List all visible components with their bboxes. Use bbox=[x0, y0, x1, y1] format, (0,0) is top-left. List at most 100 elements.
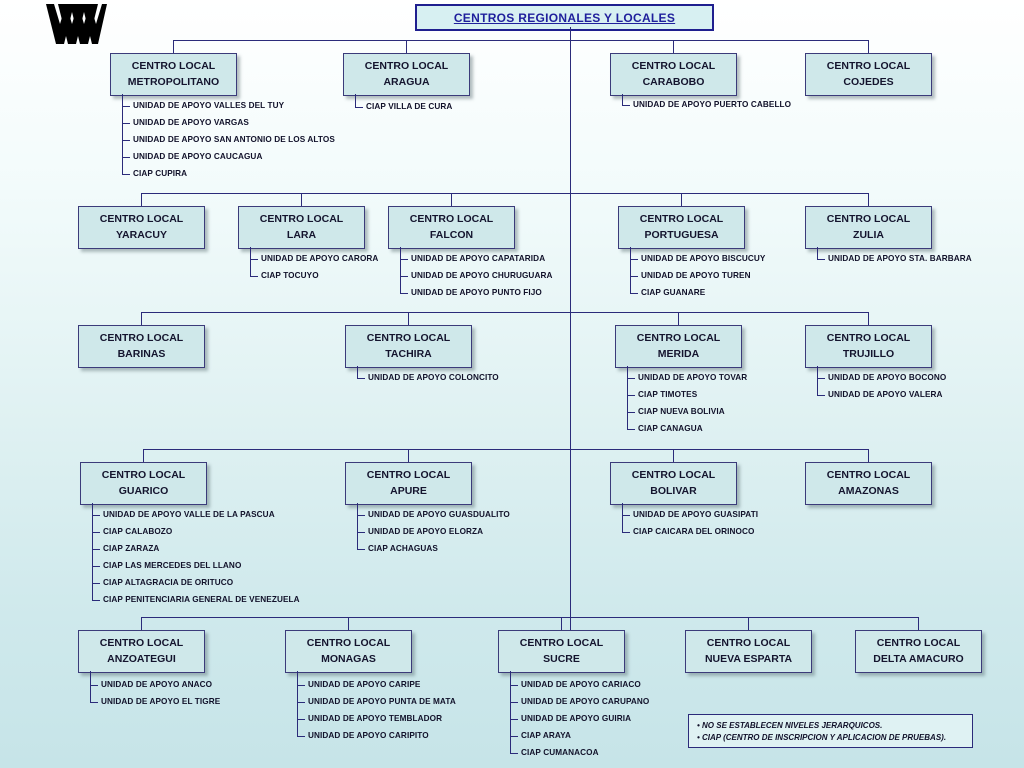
leaf-stem-1-3 bbox=[622, 94, 623, 106]
leaf-item: UNIDAD DE APOYO SAN ANTONIO DE LOS ALTOS bbox=[133, 135, 335, 144]
center-node-line1: CENTRO LOCAL bbox=[826, 60, 911, 73]
center-node-line2: DELTA AMACURO bbox=[873, 652, 964, 665]
leaf-tick bbox=[297, 685, 305, 686]
leaf-item: UNIDAD DE APOYO CAUCAGUA bbox=[133, 152, 263, 161]
center-node-line1: CENTRO LOCAL bbox=[636, 332, 721, 345]
center-node-line2: ARAGUA bbox=[383, 75, 430, 88]
center-node-line2: NUEVA ESPARTA bbox=[704, 652, 793, 665]
leaf-tick bbox=[250, 259, 258, 260]
center-node-line1: CENTRO LOCAL bbox=[826, 213, 911, 226]
center-node-line2: BARINAS bbox=[117, 347, 166, 360]
leaf-item: UNIDAD DE APOYO CHURUGUARA bbox=[411, 271, 553, 280]
node-drop-3-1 bbox=[140, 312, 142, 325]
leaf-item: UNIDAD DE APOYO TOVAR bbox=[638, 373, 748, 382]
leaf-item: CIAP ACHAGUAS bbox=[368, 544, 438, 553]
leaf-item: UNIDAD DE APOYO VALLE DE LA PASCUA bbox=[103, 510, 275, 519]
leaf-tick bbox=[817, 395, 825, 396]
leaf-item: UNIDAD DE APOYO VARGAS bbox=[133, 118, 249, 127]
leaf-tick bbox=[122, 157, 130, 158]
leaf-item: CIAP ZARAZA bbox=[103, 544, 160, 553]
node-drop-5-2 bbox=[347, 617, 349, 630]
leaf-tick bbox=[510, 736, 518, 737]
leaf-stem-1-1 bbox=[122, 94, 123, 175]
node-drop-3-4 bbox=[867, 312, 869, 325]
center-node-line1: CENTRO LOCAL bbox=[99, 637, 184, 650]
leaf-tick bbox=[92, 532, 100, 533]
row-bus-1 bbox=[172, 40, 868, 41]
leaf-item: UNIDAD DE APOYO GUIRIA bbox=[521, 714, 632, 723]
leaf-item: UNIDAD DE APOYO GUASDUALITO bbox=[368, 510, 510, 519]
leaf-stem-2-3 bbox=[400, 247, 401, 294]
center-node-line2: ZULIA bbox=[853, 228, 884, 241]
leaf-tick bbox=[510, 753, 518, 754]
leaf-item: UNIDAD DE APOYO VALLES DEL TUY bbox=[133, 101, 285, 110]
leaf-item: UNIDAD DE APOYO CARIACO bbox=[521, 680, 641, 689]
leaf-tick bbox=[250, 276, 258, 277]
leaf-item: CIAP LAS MERCEDES DEL LLANO bbox=[103, 561, 242, 570]
center-node-line2: YARACUY bbox=[116, 228, 167, 241]
center-node-line2: AMAZONAS bbox=[838, 484, 899, 497]
leaf-stem-4-1 bbox=[92, 503, 93, 601]
leaf-tick bbox=[510, 719, 518, 720]
center-node-zulia[interactable]: CENTRO LOCAL ZULIA bbox=[805, 206, 932, 249]
leaf-tick bbox=[92, 566, 100, 567]
center-node-line1: CENTRO LOCAL bbox=[519, 637, 604, 650]
leaf-tick bbox=[622, 105, 630, 106]
leaf-tick bbox=[510, 685, 518, 686]
center-node-line1: CENTRO LOCAL bbox=[99, 332, 184, 345]
center-node-line1: CENTRO LOCAL bbox=[826, 332, 911, 345]
leaf-item: UNIDAD DE APOYO TEMBLADOR bbox=[308, 714, 443, 723]
center-node-anzoategui[interactable]: CENTRO LOCAL ANZOATEGUI bbox=[78, 630, 205, 673]
center-node-line2: MONAGAS bbox=[321, 652, 376, 665]
leaf-tick bbox=[357, 515, 365, 516]
center-node-aragua[interactable]: CENTRO LOCAL ARAGUA bbox=[343, 53, 470, 96]
leaf-item: UNIDAD DE APOYO PUERTO CABELLO bbox=[633, 100, 792, 109]
leaf-tick bbox=[622, 532, 630, 533]
node-drop-1-3 bbox=[672, 40, 674, 53]
leaf-stem-4-2 bbox=[357, 503, 358, 550]
leaf-tick bbox=[817, 378, 825, 379]
node-drop-1-2 bbox=[405, 40, 407, 53]
leaf-item: CIAP ARAYA bbox=[521, 731, 571, 740]
leaf-item: UNIDAD DE APOYO ANACO bbox=[101, 680, 213, 689]
leaf-tick bbox=[297, 736, 305, 737]
leaf-item: UNIDAD DE APOYO CARIPITO bbox=[308, 731, 429, 740]
center-node-line1: CENTRO LOCAL bbox=[631, 60, 716, 73]
node-drop-5-4 bbox=[747, 617, 749, 630]
leaf-tick bbox=[400, 293, 408, 294]
leaf-item: UNIDAD DE APOYO COLONCITO bbox=[368, 373, 499, 382]
center-node-line2: SUCRE bbox=[543, 652, 580, 665]
center-node-line2: ANZOATEGUI bbox=[107, 652, 176, 665]
center-node-sucre[interactable]: CENTRO LOCAL SUCRE bbox=[498, 630, 625, 673]
spine-line bbox=[570, 27, 571, 662]
node-drop-3-3 bbox=[677, 312, 679, 325]
legend-note: • NO SE ESTABLECEN NIVELES JERARQUICOS.•… bbox=[688, 714, 973, 748]
leaf-item: UNIDAD DE APOYO EL TIGRE bbox=[101, 697, 221, 706]
leaf-tick bbox=[297, 702, 305, 703]
leaf-item: UNIDAD DE APOYO CARORA bbox=[261, 254, 379, 263]
center-node-line1: CENTRO LOCAL bbox=[366, 469, 451, 482]
leaf-tick bbox=[817, 259, 825, 260]
leaf-tick bbox=[122, 140, 130, 141]
leaf-tick bbox=[510, 702, 518, 703]
center-node-barinas[interactable]: CENTRO LOCAL BARINAS bbox=[78, 325, 205, 368]
center-node-line1: CENTRO LOCAL bbox=[364, 60, 449, 73]
leaf-item: UNIDAD DE APOYO CARUPANO bbox=[521, 697, 650, 706]
